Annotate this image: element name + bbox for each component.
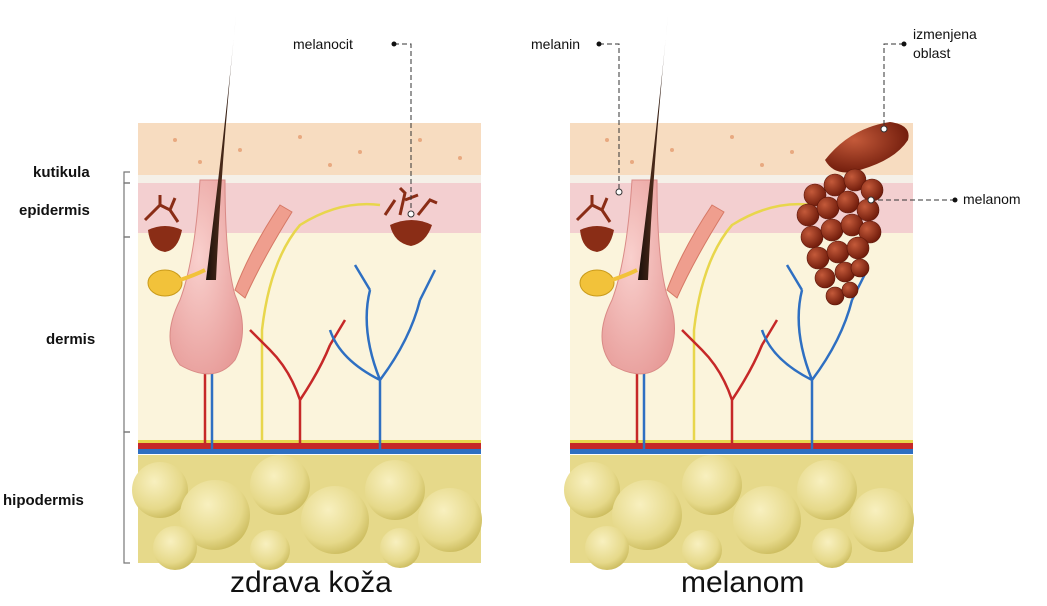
caption-healthy-skin: zdrava koža bbox=[230, 566, 392, 600]
callout-altered-area-line1: izmenjena bbox=[913, 26, 977, 42]
callout-melanocyte: melanocit bbox=[293, 36, 353, 52]
melanoma-skin-panel bbox=[564, 15, 958, 570]
surface-layer bbox=[138, 123, 481, 175]
artery-band bbox=[138, 443, 481, 449]
cuticle-layer bbox=[138, 175, 481, 183]
vein-band bbox=[138, 449, 481, 454]
callout-altered-area-line2: oblast bbox=[913, 45, 950, 61]
callout-melanin: melanin bbox=[531, 36, 580, 52]
label-epidermis: epidermis bbox=[19, 202, 90, 219]
label-hypodermis: hipodermis bbox=[3, 492, 84, 509]
healthy-skin-panel bbox=[132, 15, 482, 570]
altered-area-leader bbox=[884, 44, 904, 127]
label-dermis: dermis bbox=[46, 331, 95, 348]
sebaceous-gland bbox=[148, 270, 182, 296]
caption-melanoma: melanom bbox=[681, 566, 804, 600]
label-cuticle: kutikula bbox=[33, 164, 90, 181]
callout-melanoma: melanom bbox=[963, 191, 1021, 207]
layer-brackets bbox=[124, 172, 130, 563]
